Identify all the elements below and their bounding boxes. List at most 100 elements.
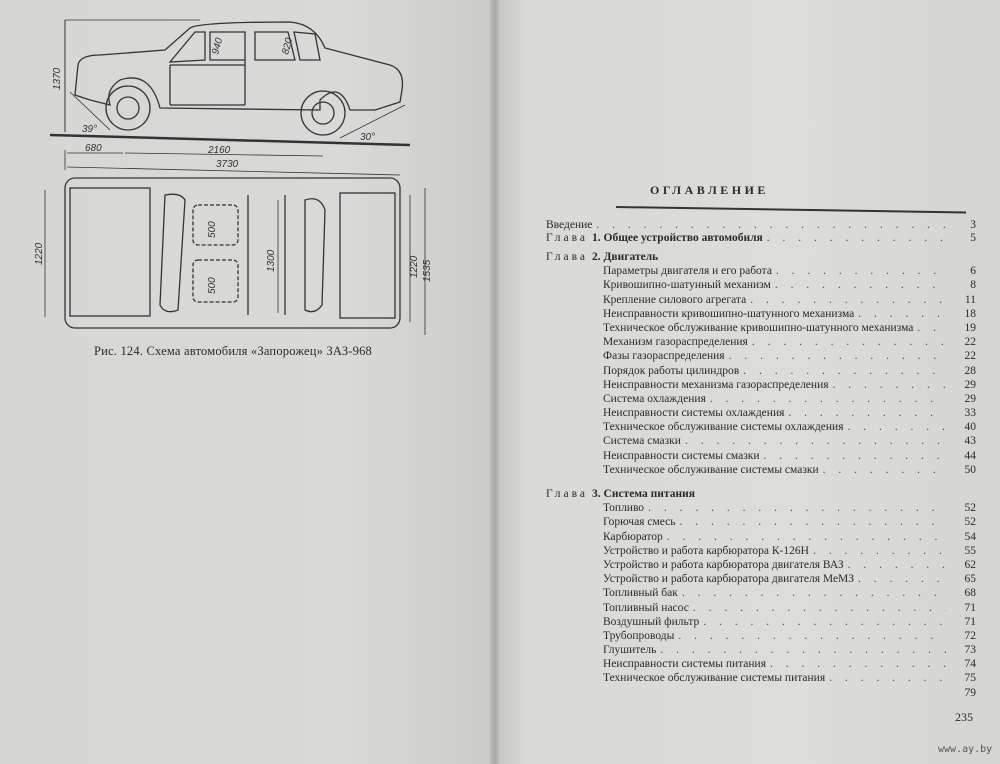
toc-page: 71 [964,601,977,614]
toc-entry: Устройство и работа карбюратора К-126Н55 [546,544,976,558]
toc-page: 29 [964,392,977,405]
dim-front-headroom: 940 [210,36,225,55]
toc-entry: Параметры двигателя и его работа 6 [546,264,976,278]
leader-dots [660,643,946,657]
toc-page: 8 [970,279,976,292]
toc-entry: Воздушный фильтр71 [546,615,976,629]
leader-dots [743,364,946,378]
leader-dots [648,501,946,515]
toc-entry: Крепление силового агрегата 11 [546,293,976,307]
toc-label: Топливный насос [603,601,689,614]
leader-dots [710,392,946,406]
leader-dots [833,378,946,392]
toc-page: 52 [964,502,977,515]
toc-entry: Фазы газораспределения 22 [546,349,976,363]
dim-rear-headroom: 820 [280,36,295,55]
toc-page: 50 [964,463,977,476]
leader-dots [750,293,946,307]
toc-entry: Неисправности кривошипно-шатунного механ… [546,307,976,321]
car-schematic: 1370 680 2160 3730 39° 30° 940 820 1220 … [34,19,433,335]
toc-entry: Устройство и работа карбюратора двигател… [546,572,976,586]
leader-dots [770,657,946,671]
chapter-title: 3. Система питания [592,488,695,500]
toc-label: Порядок работы цилиндров [603,364,740,377]
toc-page: 75 [964,672,977,685]
toc-page: 54 [964,530,977,543]
toc-entry: Топливный бак68 [546,586,976,600]
toc-title: ОГЛАВЛЕНИЕ [650,183,769,197]
dim-interior-width: 1300 [266,249,277,272]
toc-label: Неисправности системы охлаждения [603,407,785,420]
toc-page: 11 [964,293,976,306]
toc-page: 19 [964,321,977,334]
leader-dots [848,420,947,434]
toc-entry: Техническое обслуживание системы питания… [546,671,976,685]
toc-label: Крепление силового агрегата [603,293,747,306]
dim-approach-angle: 39° [82,124,97,135]
toc-page: 29 [964,378,977,391]
leader-dots [776,264,946,278]
leader-dots [848,558,946,572]
toc-page: 72 [964,629,977,642]
chapter-title: 1. Общее устройство автомобиля [592,232,763,244]
leader-dots [813,544,946,558]
toc-entry: Техническое обслуживание системы смазки5… [546,463,976,477]
toc-label: Фазы газораспределения [603,350,725,363]
toc-label: Параметры двигателя и его работа [603,265,772,278]
left-page [0,0,496,764]
toc-entry: Неисправности механизма газораспределени… [546,378,976,392]
leader-dots [858,572,946,586]
watermark: www.ay.by [938,744,993,755]
toc-entry: Топливо52 [546,501,976,515]
toc-entry: Горючая смесь52 [546,515,976,529]
toc-label: Техническое обслуживание системы питания [603,672,826,685]
toc-entry: Неисправности системы охлаждения 33 [546,406,976,420]
toc-entry: Трубопроводы72 [546,629,976,643]
dim-front-overhang: 680 [85,143,102,154]
toc-label: Топливный бак [603,587,678,600]
leader-dots [679,515,946,529]
book-spine [490,0,500,764]
toc-entry: Топливный насос 71 [546,601,976,615]
leader-dots [693,601,946,615]
toc-page: 44 [964,449,977,462]
toc-page: 62 [964,558,977,571]
car-top-view: 1220 1220 1535 1300 500 500 [34,177,433,335]
toc-entry: Порядок работы цилиндров 28 [546,364,976,378]
toc-page: 22 [964,350,977,363]
toc-entry: Техническое обслуживание кривошипно-шату… [546,321,976,335]
page-number: 235 [955,710,973,724]
toc-entry: Устройство и работа карбюратора двигател… [546,558,976,572]
dim-height: 1370 [52,67,63,90]
toc-entry: Механизм газораспределения22 [546,335,976,349]
leader-dots [703,615,946,629]
toc-page: 28 [964,364,977,377]
chapter-prefix: Глава [546,232,589,244]
toc-page: 33 [964,407,977,420]
toc-label: Неисправности системы смазки [603,449,760,462]
toc-entry: Кривошипно-шатунный механизм8 [546,278,976,292]
dim-seat-rear: 500 [207,277,218,294]
toc-entry: Глушитель73 [546,643,976,657]
chapter-title: 2. Двигатель [592,251,659,263]
toc-page: 79 [964,686,977,699]
dim-front-track: 1220 [34,242,45,265]
toc-label: Механизм газораспределения [603,336,748,349]
dim-wheelbase: 2160 [207,145,231,156]
toc-label: Неисправности механизма газораспределени… [603,378,829,391]
leader-dots [682,586,946,600]
toc-entry-intro: Введение3 [546,219,976,232]
leader-dots [729,349,946,363]
leader-dots [678,629,946,643]
toc-page: 65 [964,573,977,586]
dim-width: 1535 [422,259,433,282]
chapter-prefix: Глава [546,488,589,500]
toc-page: 6 [970,265,976,278]
toc-page: 55 [964,544,977,557]
chapter-prefix: Глава [546,251,589,263]
toc-page: 52 [964,516,977,529]
